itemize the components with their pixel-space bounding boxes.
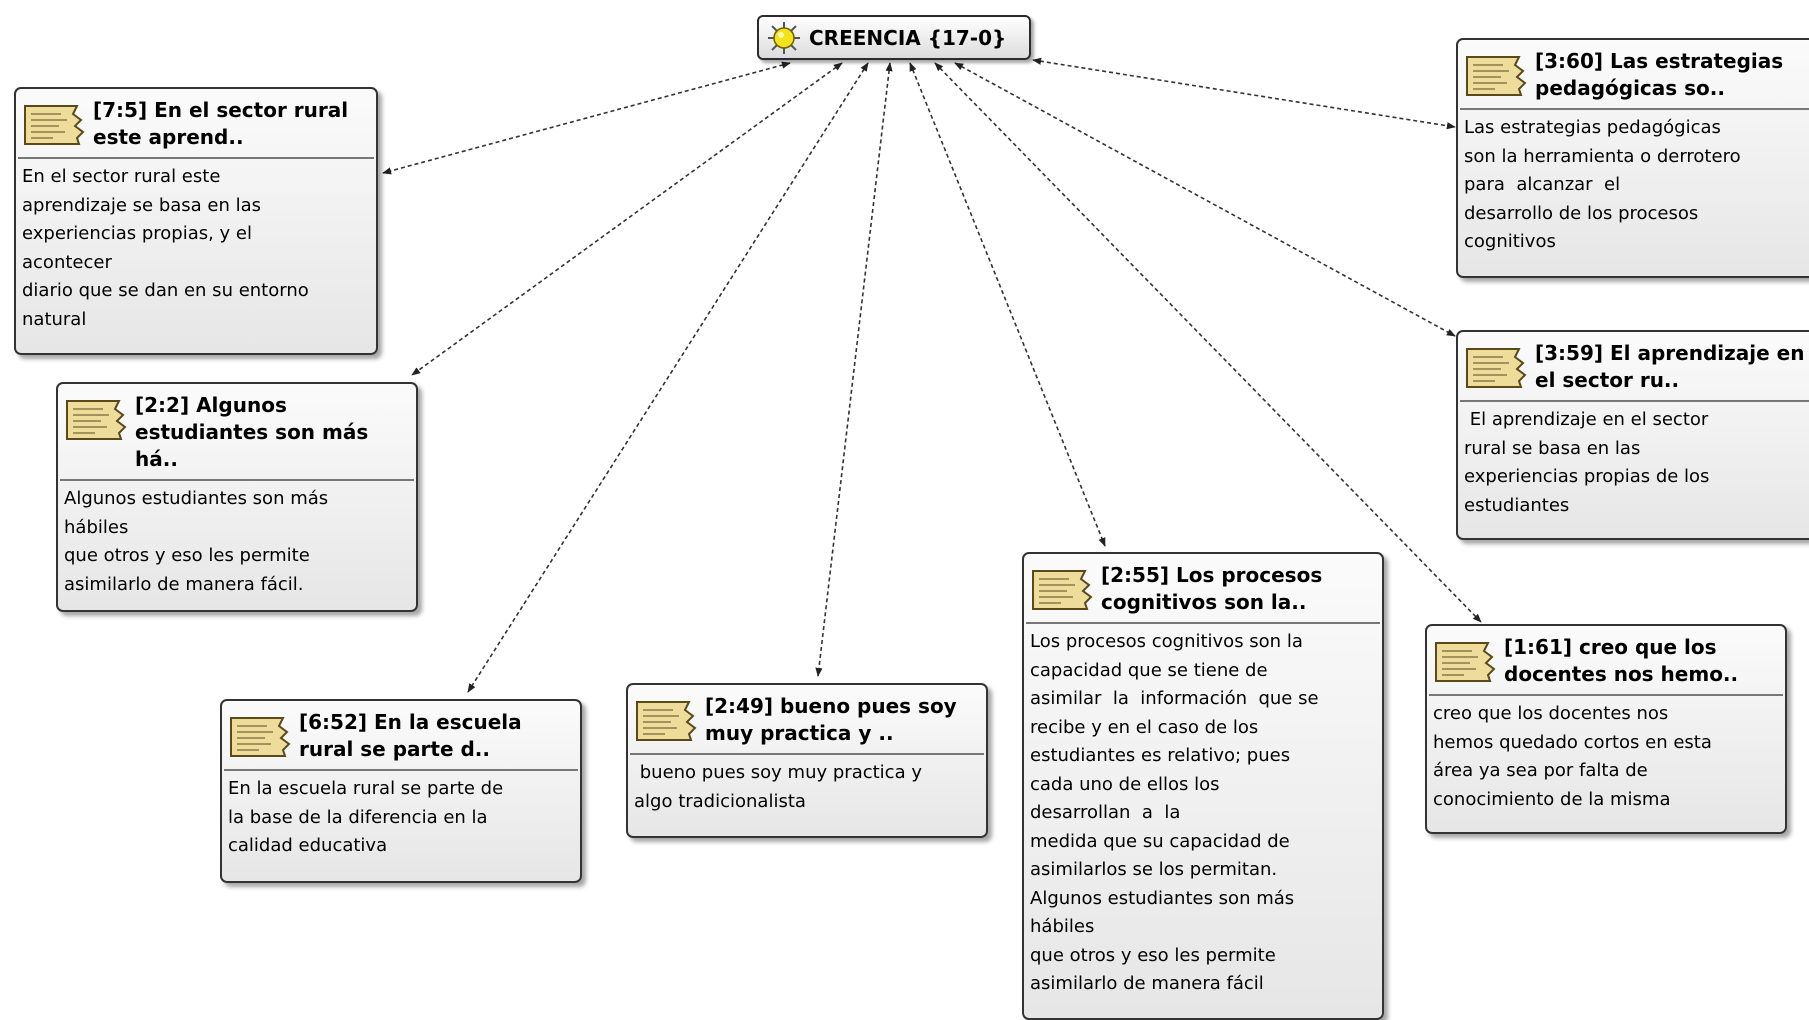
divider [630,753,984,755]
code-node-label: CREENCIA {17-0} [809,25,1007,50]
quote-title: [6:52] En la escuela rural se parte d.. [299,710,522,761]
quote-title: [2:49] bueno pues soy muy practica y .. [705,694,957,745]
quote-title: [2:55] Los procesos cognitivos son la.. [1101,563,1323,614]
code-icon [768,21,800,54]
divider [224,769,578,771]
quote-text: Los procesos cognitivos son la capacidad… [1030,631,1319,994]
quote-text: El aprendizaje en el sector rural se bas… [1464,409,1710,516]
quote-node-6-52[interactable]: [6:52] En la escuela rural se parte d.. … [220,699,582,883]
quote-node-2-55[interactable]: [2:55] Los procesos cognitivos son la.. … [1022,552,1384,1020]
quotation-icon [230,717,291,757]
quote-node-7-5[interactable]: [7:5] En el sector rural este aprend.. E… [14,87,378,355]
quote-text: creo que los docentes nos hemos quedado … [1433,703,1712,810]
quote-title: [7:5] En el sector rural este aprend.. [93,98,349,149]
link-3-60 [1032,57,1456,130]
quote-text: Algunos estudiantes son más hábiles que … [64,488,329,595]
code-node-creencia[interactable]: CREENCIA {17-0} [757,15,1031,60]
quote-node-1-61[interactable]: [1:61] creo que los docentes nos hemo.. … [1425,624,1787,834]
quote-text: bueno pues soy muy practica y algo tradi… [634,762,922,812]
quotation-icon [636,701,697,741]
quote-title: [3:59] El aprendizaje en el sector ru.. [1535,341,1805,392]
quote-text: Las estrategias pedagógicas son la herra… [1464,117,1741,252]
link-1-61 [934,62,1482,623]
quotation-icon [1435,642,1496,682]
quote-text: En el sector rural este aprendizaje se b… [22,166,309,330]
divider [1460,108,1809,110]
quote-node-2-2[interactable]: [2:2] Algunos estudiantes son más há.. A… [56,382,418,612]
divider [1429,694,1783,696]
quote-title: [2:2] Algunos estudiantes son más há.. [135,393,369,471]
link-2-49 [815,62,893,677]
quotation-icon [24,105,85,145]
link-6-52 [467,62,869,693]
link-7-5 [382,61,791,175]
divider [60,479,414,481]
quotation-icon [66,400,127,440]
quote-text: En la escuela rural se parte de la base … [228,778,504,856]
quote-node-3-60[interactable]: [3:60] Las estrategias pedagógicas so.. … [1456,38,1809,278]
quote-title: [3:60] Las estrategias pedagógicas so.. [1535,49,1784,100]
quotation-icon [1466,348,1527,388]
quote-title: [1:61] creo que los docentes nos hemo.. [1504,635,1739,686]
divider [1026,622,1380,624]
link-2-2 [411,62,843,376]
link-2-55 [909,62,1106,547]
quotation-icon [1032,570,1093,610]
quote-node-3-59[interactable]: [3:59] El aprendizaje en el sector ru.. … [1456,330,1809,540]
divider [18,157,374,159]
quote-node-2-49[interactable]: [2:49] bueno pues soy muy practica y .. … [626,683,988,838]
divider [1460,400,1809,402]
quotation-icon [1466,56,1527,96]
link-3-59 [954,62,1456,337]
